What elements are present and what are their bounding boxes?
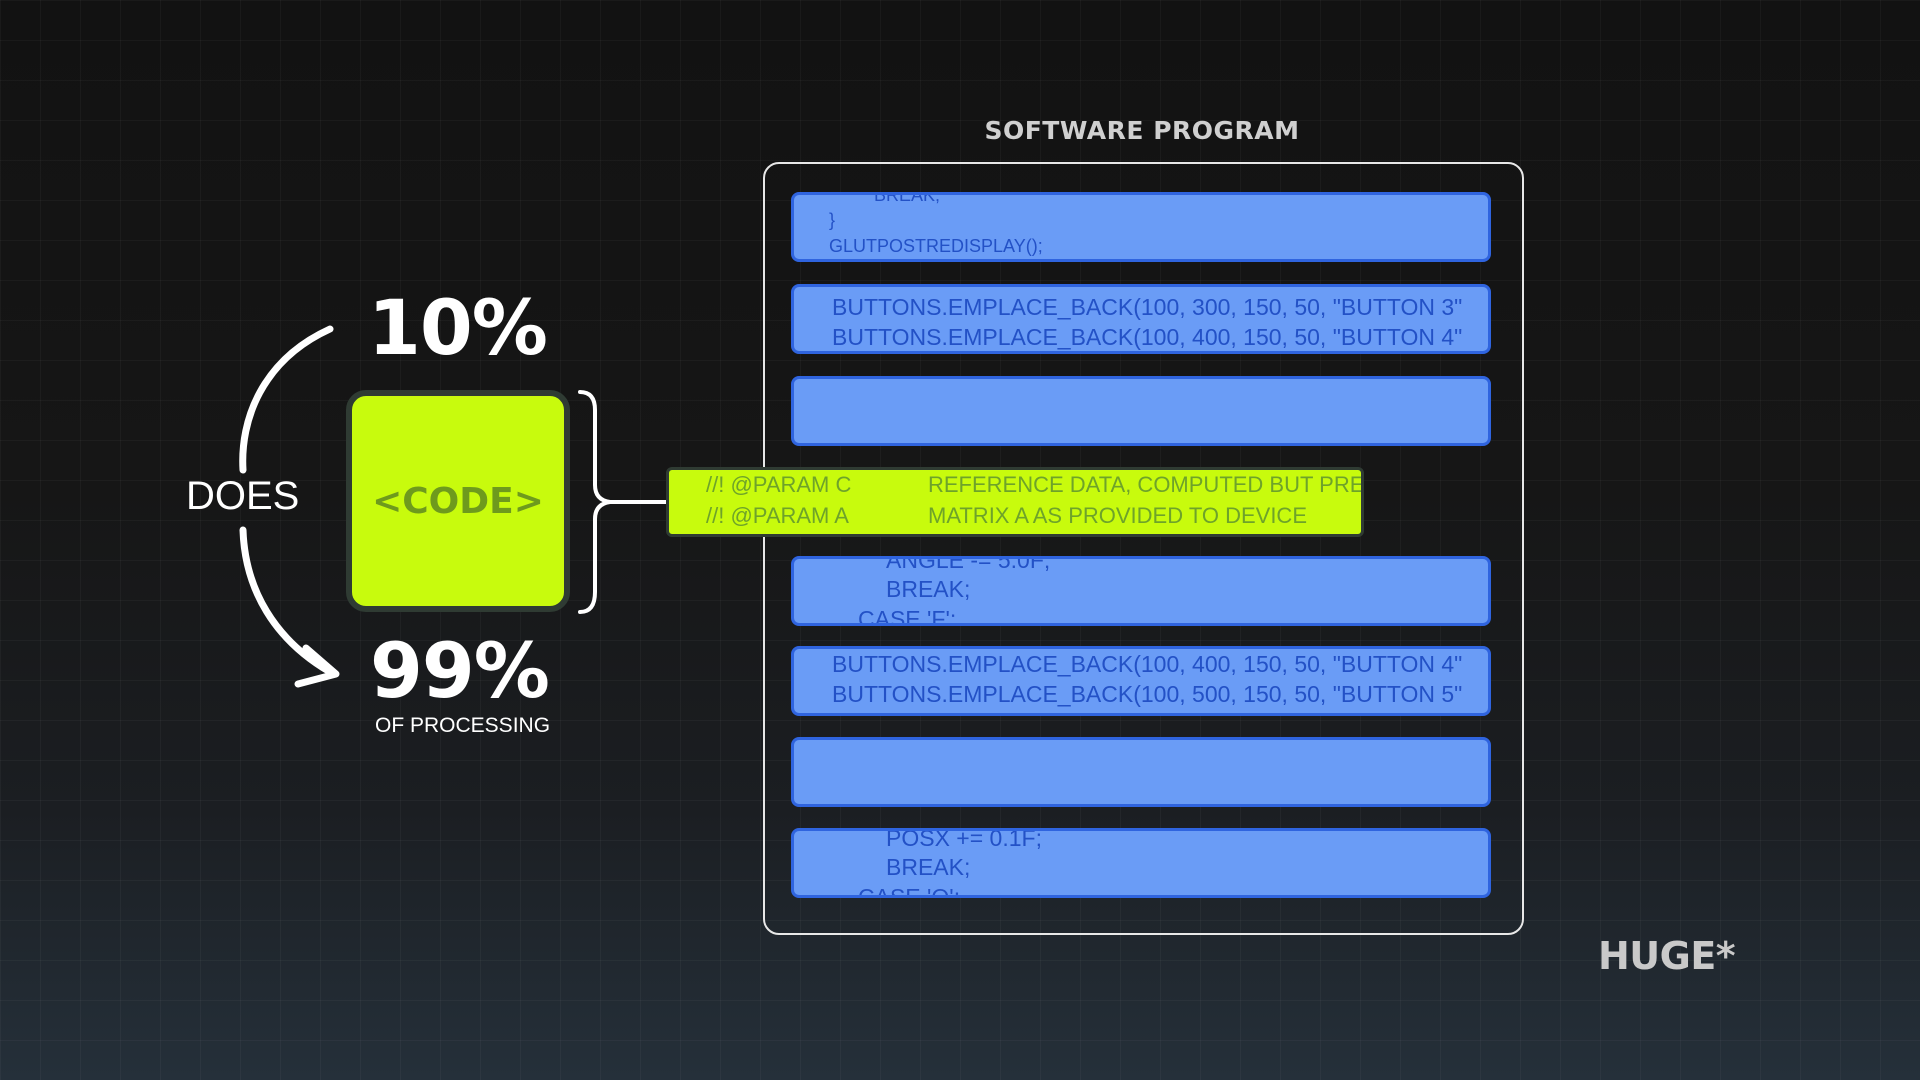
code-line: CASE 'F': [858,606,957,626]
highlight-line: //! @PARAM A [706,503,849,528]
arrow-head-icon [294,644,340,688]
code-line: BUTTONS.EMPLACE_BACK(100, 500, 150, 50, … [832,681,1463,707]
code-line: BUTTONS.EMPLACE_BACK(100, 300, 150, 50, … [832,294,1463,320]
code-line: BUTTONS.EMPLACE_BACK(100, 400, 150, 50, … [832,324,1463,350]
processing-label: OF PROCESSING [375,714,551,737]
highlighted-code-strip: //! @PARAM C REFERENCE DATA, COMPUTED BU… [666,467,1364,537]
code-line: ANGLE -= 5.0F; [886,556,1051,573]
code-block-3 [791,376,1491,446]
code-block-7: POSX += 0.1F; BREAK; CASE 'Q': [791,828,1491,898]
program-title: SOFTWARE PROGRAM [984,116,1300,145]
code-line: } [829,210,836,230]
code-line: BREAK; [886,854,971,880]
bottom-percent: 99% [370,626,550,715]
code-line: BREAK; [874,192,941,205]
huge-logo: HUGE* [1598,934,1736,978]
highlight-line: REFERENCE DATA, COMPUTED BUT PRE [928,472,1364,497]
code-label: <CODE> [372,480,544,522]
highlight-line: //! @PARAM C [706,472,852,497]
top-percent: 10% [368,283,548,372]
curved-arrow [239,325,334,676]
code-block-4: ANGLE -= 5.0F; BREAK; CASE 'F': [791,556,1491,626]
highlight-line: MATRIX A AS PROVIDED TO DEVICE [928,503,1307,528]
curly-bracket [578,390,611,614]
code-line: GLUTPOSTREDISPLAY(); [829,236,1043,256]
program-panel [763,162,1524,935]
code-line: BREAK; [886,576,971,602]
code-block-2: BUTTONS.EMPLACE_BACK(100, 300, 150, 50, … [791,284,1491,354]
code-line: BUTTONS.EMPLACE_BACK(100, 400, 150, 50, … [832,651,1463,677]
code-block-6 [791,737,1491,807]
code-line: POSX += 0.1F; [886,828,1042,851]
code-line: CASE 'Q': [858,884,961,898]
code-block-1: BREAK; } GLUTPOSTREDISPLAY(); [791,192,1491,262]
does-label: DOES [186,474,300,518]
code-box: <CODE> [346,390,570,612]
code-block-5: BUTTONS.EMPLACE_BACK(100, 400, 150, 50, … [791,646,1491,716]
